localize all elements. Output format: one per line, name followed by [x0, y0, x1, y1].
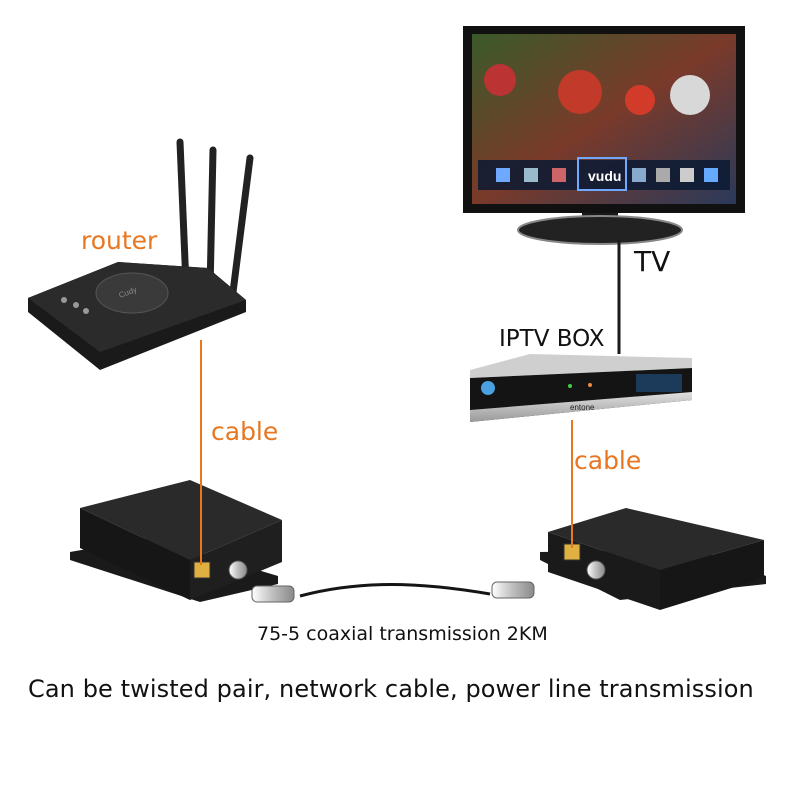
cable-left-label: cable: [211, 417, 279, 446]
left-ext-front-right: [190, 520, 282, 600]
bnc-port-icon: [586, 560, 606, 580]
tv-device: vudu: [463, 26, 745, 245]
right-ext-top: [548, 508, 764, 570]
menu-icon: [680, 168, 694, 182]
router-antenna: [206, 146, 217, 294]
power-button-icon: [481, 381, 495, 395]
box-silver-strip: [470, 392, 692, 422]
tv-stand: [517, 215, 683, 245]
right-extender-device: [540, 508, 766, 610]
player-helmet: [625, 85, 655, 115]
box-top: [470, 354, 692, 378]
box-led: [568, 384, 572, 388]
left-ext-top: [80, 480, 282, 560]
router-antenna: [228, 154, 254, 304]
router-led: [61, 297, 67, 303]
bnc-connector-icon: [251, 585, 295, 603]
tv-label: TV: [634, 245, 671, 278]
coax-wire: [299, 583, 491, 598]
left-ext-front-left: [80, 508, 190, 600]
left-extender-device: [70, 480, 282, 602]
tv-menu-logo: vudu: [588, 168, 621, 184]
caption: Can be twisted pair, network cable, powe…: [28, 675, 754, 703]
iptv-box-device: entone: [470, 354, 692, 422]
router-device: Cudy: [28, 138, 254, 370]
tv-menu-selected: [577, 157, 627, 191]
router-led: [83, 308, 89, 314]
bnc-connector-icon: [491, 581, 535, 599]
router-button-ring: [95, 272, 169, 314]
router-antenna: [176, 138, 190, 289]
cable-right-label: cable: [574, 446, 642, 475]
player-helmet: [670, 75, 710, 115]
box-brand-text: entone: [570, 403, 595, 412]
coaxial-cable: [251, 581, 535, 603]
box-control-panel: [636, 374, 682, 392]
box-led: [588, 383, 592, 387]
router-label: router: [81, 226, 158, 255]
player-helmet: [558, 70, 602, 114]
menu-icon: [632, 168, 646, 182]
menu-icon: [496, 168, 510, 182]
player-helmet: [484, 64, 516, 96]
menu-icon: [656, 168, 670, 182]
router-led: [73, 302, 79, 308]
coaxial-label: 75-5 coaxial transmission 2KM: [257, 623, 548, 645]
menu-icon: [704, 168, 718, 182]
menu-icon: [524, 168, 538, 182]
right-ext-front-right: [660, 540, 764, 610]
bnc-port-icon: [228, 560, 248, 580]
iptv-box-label: IPTV BOX: [499, 326, 605, 352]
menu-icon: [552, 168, 566, 182]
